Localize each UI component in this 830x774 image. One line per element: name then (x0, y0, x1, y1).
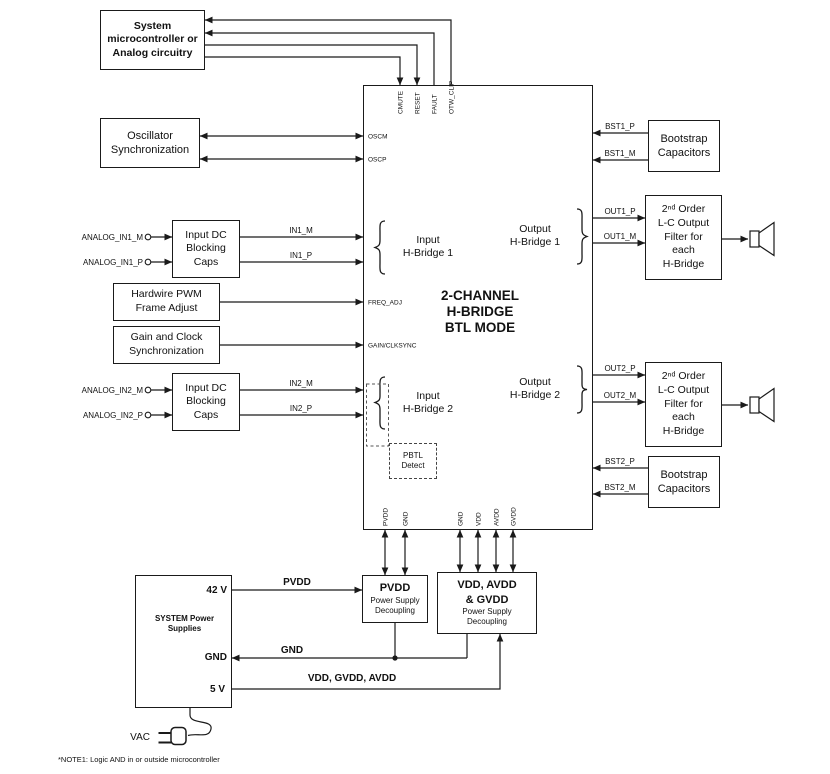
pin-label-oscp: OSCP (368, 157, 386, 164)
label-in2-m: IN2_M (289, 379, 313, 388)
pin-label-gain-clksync: GAIN/CLKSYNC (368, 343, 417, 350)
label-gnd-rail: GND (281, 645, 303, 656)
label-bst1-p: BST1_P (605, 122, 635, 131)
oscillator-wires (199, 132, 364, 163)
analog-input2-wires (144, 386, 364, 419)
pin-label-pvdd: PVDD (383, 508, 390, 526)
pbtl-detect-box: PBTL Detect (389, 443, 437, 479)
rail-gnd-label: GND (204, 652, 227, 663)
pvdd-decoupling-title: PVDD (379, 582, 411, 595)
output-hb2-brace (576, 365, 588, 414)
pin-label-oscm: OSCM (368, 134, 388, 141)
speaker-icon-1 (749, 221, 775, 257)
label-out1-p: OUT1_P (604, 207, 635, 216)
wire-cmute (205, 56, 404, 86)
vac-cable (187, 708, 212, 737)
label-analog-in2-m: ANALOG_IN2_M (82, 386, 144, 395)
pin-label-otw-clip: OTW_CLIP (449, 81, 456, 114)
power-plug-icon (158, 726, 187, 746)
vdd-decoupling-box: VDD, AVDD & GVDD Power Supply Decoupling (437, 572, 537, 634)
pin-label-vdd: VDD (476, 512, 483, 526)
system-power-supplies-title: SYSTEM Power Supplies (154, 614, 215, 633)
gnd-junction-dot (392, 655, 398, 661)
input-hbridge2-label: Input H-Bridge 2 (402, 390, 454, 416)
footnote: *NOTE1: Logic AND in or outside microcon… (58, 755, 220, 764)
label-in2-p: IN2_P (290, 404, 312, 413)
supply-pin-wires (381, 529, 517, 576)
label-in1-m: IN1_M (289, 226, 313, 235)
gain-clock-sync-box: Gain and Clock Synchronization (113, 326, 220, 364)
output-hb1-brace (576, 208, 589, 265)
pvdd-decoupling-subtitle: Power Supply Decoupling (370, 595, 420, 616)
label-in1-p: IN1_P (290, 251, 312, 260)
pin-label-fault: FAULT (432, 94, 439, 114)
hardwire-pwm-box: Hardwire PWM Frame Adjust (113, 283, 220, 321)
input-hb1-brace (373, 220, 386, 275)
pin-label-cmute: CMUTE (398, 90, 405, 114)
lc-output-filter2-box: 2ⁿᵈ Order L-C Output Filter for each H-B… (645, 362, 722, 447)
terminal-analog-in2-p (144, 411, 152, 419)
input-dc-blocking-caps2-box: Input DC Blocking Caps (172, 373, 240, 431)
microcontroller-box: System microcontroller or Analog circuit… (100, 10, 205, 70)
speaker-icon-2 (749, 387, 775, 423)
plug-prongs (158, 732, 171, 744)
pin-label-avdd: AVDD (494, 508, 501, 526)
output-hbridge1-label: Output H-Bridge 1 (509, 223, 561, 249)
rail-5v-label: 5 V (209, 684, 225, 695)
label-analog-in1-m: ANALOG_IN1_M (82, 233, 144, 242)
bootstrap-caps2-box: Bootstrap Capacitors (648, 456, 720, 508)
wire-fault (204, 29, 435, 85)
system-power-supplies-box: SYSTEM Power Supplies 42 V GND 5 V (135, 575, 232, 708)
label-pvdd-rail: PVDD (283, 577, 311, 588)
chip-title: 2-CHANNEL H-BRIDGE BTL MODE (440, 288, 519, 336)
main-amplifier-chip-box (363, 85, 593, 530)
wire-otw-clip (204, 16, 452, 85)
oscillator-sync-box: Oscillator Synchronization (100, 118, 200, 168)
speaker1-horn (758, 221, 775, 257)
input-hb2-brace (373, 376, 386, 430)
input-hbridge1-label: Input H-Bridge 1 (402, 234, 454, 260)
pbtl-dashed-region (366, 383, 389, 447)
label-out2-m: OUT2_M (604, 391, 637, 400)
wire-reset (205, 44, 421, 86)
label-out1-m: OUT1_M (604, 232, 637, 241)
label-bst1-m: BST1_M (604, 149, 635, 158)
label-analog-in2-p: ANALOG_IN2_P (83, 411, 143, 420)
terminal-analog-in1-p (144, 258, 152, 266)
vdd-decoupling-title: VDD, AVDD & GVDD (457, 579, 517, 606)
pin-label-freq-adj: FREQ_ADJ (368, 300, 402, 307)
pin-label-gnd1: GND (403, 511, 410, 526)
label-vac: VAC (130, 732, 150, 743)
terminal-analog-in1-m (144, 233, 152, 241)
bootstrap-caps1-box: Bootstrap Capacitors (648, 120, 720, 172)
speaker2-horn (758, 387, 775, 423)
input-dc-blocking-caps1-box: Input DC Blocking Caps (172, 220, 240, 278)
label-out2-p: OUT2_P (604, 364, 635, 373)
pvdd-decoupling-box: PVDD Power Supply Decoupling (362, 575, 428, 623)
pin-label-gnd2: GND (458, 511, 465, 526)
speaker1-body (749, 230, 760, 248)
speaker2-body (749, 396, 760, 414)
analog-input1-wires (144, 233, 364, 266)
wire-5v-vdd (232, 633, 504, 690)
label-bst2-m: BST2_M (604, 483, 635, 492)
plug-body (170, 726, 187, 746)
pin-label-gvdd: GVDD (511, 507, 518, 526)
lc-output-filter1-box: 2ⁿᵈ Order L-C Output Filter for each H-B… (645, 195, 722, 280)
label-vdd-rail: VDD, GVDD, AVDD (308, 673, 396, 684)
control-wires (204, 16, 452, 86)
label-bst2-p: BST2_P (605, 457, 635, 466)
power-rail-wires (231, 586, 504, 690)
vdd-decoupling-subtitle: Power Supply Decoupling (462, 606, 512, 627)
pin-label-reset: RESET (415, 92, 422, 114)
rail-42v-label: 42 V (206, 585, 227, 596)
terminal-analog-in2-m (144, 386, 152, 394)
output-hbridge2-label: Output H-Bridge 2 (509, 376, 561, 402)
label-analog-in1-p: ANALOG_IN1_P (83, 258, 143, 267)
